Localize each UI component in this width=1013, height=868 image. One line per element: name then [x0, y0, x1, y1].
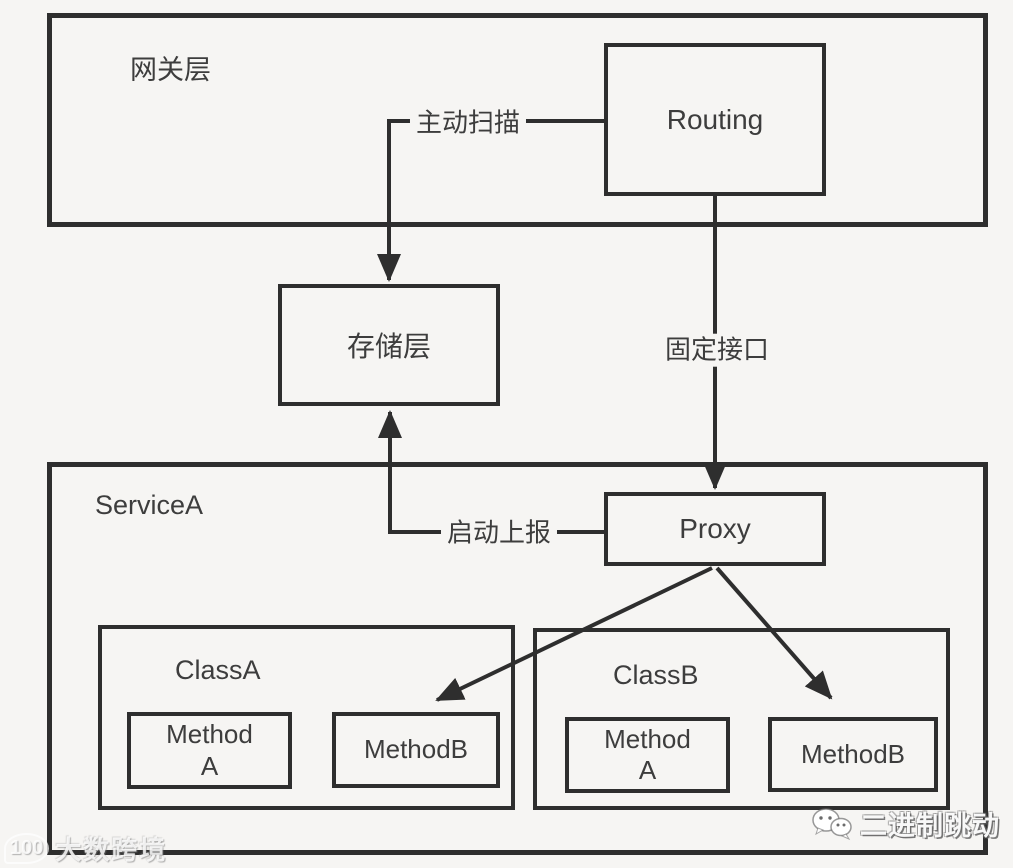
routing-node: Routing — [604, 43, 826, 196]
class-b-method-b-label: MethodB — [800, 738, 906, 769]
service-a-label: ServiceA — [95, 490, 204, 520]
edge-scan-label: 主动扫描 — [409, 106, 527, 140]
edge-fixed-label: 固定接口 — [658, 333, 776, 367]
class-a-method-b-node: MethodB — [332, 712, 500, 788]
proxy-node: Proxy — [604, 492, 826, 566]
edge-report-label: 启动上报 — [440, 516, 558, 550]
class-a-method-b-label: MethodB — [363, 734, 469, 765]
proxy-label: Proxy — [679, 513, 751, 544]
k100-logo-icon: 100 — [4, 833, 50, 864]
routing-label: Routing — [666, 103, 764, 135]
storage-layer-node: 存储层 — [278, 284, 500, 406]
class-b-label: ClassB — [613, 660, 699, 690]
gateway-layer-label: 网关层 — [130, 55, 211, 85]
class-a-method-a-node: Method A — [127, 712, 292, 789]
class-a-box — [98, 625, 515, 810]
storage-layer-label: 存储层 — [346, 331, 431, 362]
class-a-label: ClassA — [175, 655, 261, 685]
class-b-method-b-node: MethodB — [768, 717, 938, 792]
class-a-method-a-label: Method A — [166, 719, 253, 781]
class-b-method-a-label: Method A — [604, 723, 691, 785]
class-b-method-a-node: Method A — [565, 717, 730, 793]
